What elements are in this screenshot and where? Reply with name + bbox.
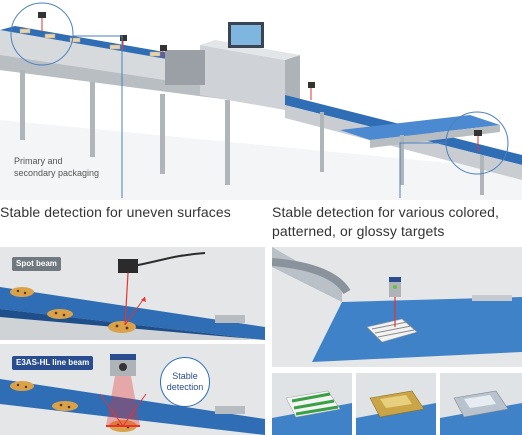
belt-targets [312,297,522,362]
green-pattern-package [272,373,352,435]
cookies [10,381,137,432]
caption-uneven-surfaces: Stable detection for uneven surfaces [0,204,231,220]
belt-line [0,379,265,435]
callout-line-right [399,142,446,198]
spot-sensor [118,259,138,273]
packaging-machine [165,22,300,110]
line-beam-tag: E3AS-HL line beam [12,356,94,370]
silver-glossy-package [440,373,522,435]
hero-label: Primary and secondary packaging [14,156,100,178]
spot-beam-panel [0,247,265,340]
belt-spot [0,287,265,340]
stable-detection-bubble: Stable detection [160,357,210,407]
packaging-line-illustration [0,0,522,200]
callout-line-left [73,35,123,198]
caption-various-targets: Stable detection for various colored, pa… [272,204,500,239]
gold-glossy-package [356,373,436,435]
package-target [366,318,418,343]
spot-beam-tag: Spot beam [12,257,61,271]
cookies [10,287,136,333]
various-targets-panel [272,247,522,367]
